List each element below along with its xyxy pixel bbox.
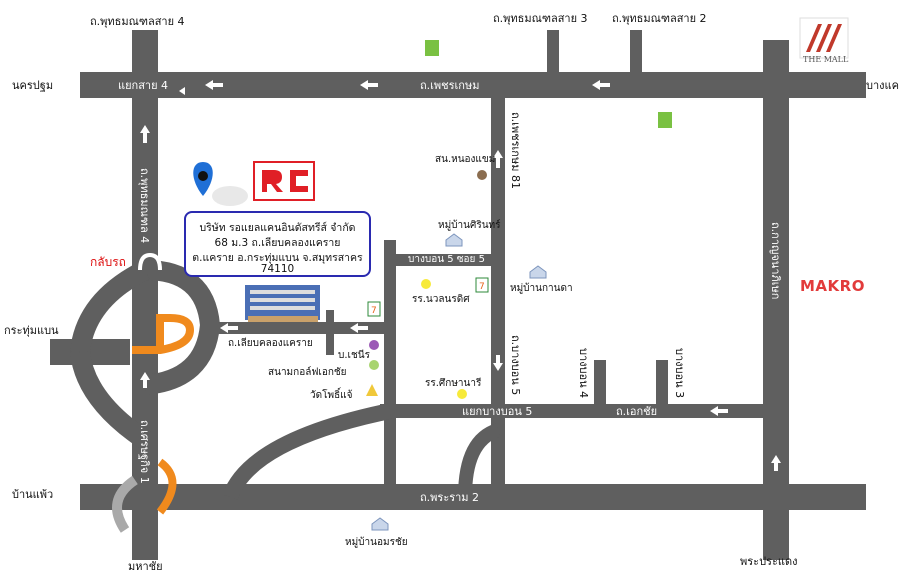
place-label: บ.เชนีร [338, 349, 371, 361]
arrow-icon [179, 87, 185, 95]
arrow-icon [220, 323, 238, 333]
company-name: บริษัท รอแยลแคนอินดัสทรีส์ จำกัด [199, 222, 356, 234]
school-dot [421, 279, 431, 289]
makro-label: MAKRO [800, 277, 865, 295]
place-label: นครปฐม [12, 79, 53, 92]
place-label: รร.ศึกษานารี [425, 377, 482, 389]
place-label: แยกสาย 4 [118, 79, 168, 92]
factory-building [245, 285, 320, 322]
place-label: สน.หนองแขม [435, 154, 495, 165]
road-label: ถ.กาญจนาภิเษก [769, 222, 782, 299]
arrow-icon [493, 355, 503, 371]
arrow-icon [140, 125, 150, 143]
village-icon [371, 233, 547, 531]
company-address-box: บริษัท รอแยลแคนอินดัสทรีส์ จำกัด 68 ม.3 … [184, 211, 371, 277]
arrow-icon [360, 80, 378, 90]
road-label: บางบอน 3 [673, 348, 686, 398]
place-label: สนามกอล์ฟเอกชัย [268, 366, 347, 378]
place-label: พระประแดง [740, 555, 797, 568]
place-label: รร.นวลนรดิศ [412, 294, 470, 305]
arrow-icon [140, 372, 150, 388]
uturn-label: กลับรถ [90, 255, 126, 269]
place-label: มหาชัย [128, 560, 163, 573]
svg-text:7: 7 [479, 282, 485, 292]
location-pin-icon [193, 162, 248, 206]
uturn-orange-top [132, 314, 195, 354]
interchange-ring [143, 260, 221, 395]
uturn-orange-bottom [156, 458, 177, 515]
store-icon: 7 [367, 301, 381, 317]
road-label: ถ.พระราม 2 [420, 491, 479, 504]
company-postcode: 74110 [260, 263, 295, 275]
arrow-icon [350, 323, 368, 333]
place-label: หมู่บ้านอมรชัย [345, 536, 408, 548]
arrow-icon [205, 80, 223, 90]
shop-icon [658, 112, 672, 128]
the-mall-logo: THE MALL [799, 17, 849, 64]
road-label: ถ.พุทธมณฑลสาย 3 [493, 12, 588, 25]
svg-text:7: 7 [371, 306, 377, 316]
road-label: ถ.เพชรเกษม 81 [509, 112, 522, 189]
road-label: ถ.พุทธมณฑลสาย 4 [90, 15, 185, 28]
school-dot [457, 389, 467, 399]
road-label: ถ.เศรษฐกิจ 1 [138, 420, 151, 484]
arrow-icon [592, 80, 610, 90]
company-dot [369, 340, 379, 350]
place-label: หมู่บ้านศิรินทร์ [438, 219, 501, 231]
shop-icon [425, 40, 439, 56]
place-label: วัดโพธิ์แจ้ [310, 387, 353, 401]
company-address-line2: ต.แคราย อ.กระทุ่มแบน จ.สมุทรสาคร [192, 252, 363, 264]
road-label: บางบอน 4 [577, 348, 590, 398]
road-label: ถ.เอกชัย [616, 405, 657, 418]
place-label: แยกบางบอน 5 [462, 405, 532, 418]
connector-road [458, 423, 501, 498]
uturn-gray [112, 475, 138, 533]
road-label: ถ.เลียบคลองแคราย [228, 337, 313, 349]
temple-icon [366, 384, 378, 396]
road-label: ถ.บางบอน 5 [509, 335, 522, 395]
place-label: หมู่บ้านกานดา [510, 282, 573, 294]
company-address-line1: 68 ม.3 ถ.เลียบคลองแคราย [214, 237, 341, 249]
interchange-left-low [70, 350, 151, 449]
uturn-marker [138, 252, 162, 271]
road-label: ถ.พุทธมณฑลสาย 2 [612, 12, 707, 25]
road-label: บางบอน 5 ซอย 5 [408, 254, 485, 265]
place-label: บางแค [866, 79, 899, 92]
interchange-left [70, 261, 150, 354]
arrow-icon [710, 406, 728, 416]
arrow-icon [493, 150, 503, 168]
the-mall-text: THE MALL [803, 55, 849, 64]
place-label: บ้านแพ้ว [12, 488, 53, 501]
road-outlines [50, 70, 866, 512]
store-icon: 7 [475, 277, 489, 293]
direction-arrows [140, 80, 781, 471]
police-station-dot [477, 170, 487, 180]
company-logo [253, 161, 315, 201]
road-label: ถ.พุทธมณฑล 4 [138, 168, 151, 243]
road-label: ถ.เพชรเกษม [420, 79, 479, 92]
diagonal-road [222, 403, 392, 501]
golf-dot [369, 360, 379, 370]
place-label: กระทุ่มแบน [4, 324, 59, 337]
arrow-icon [771, 455, 781, 471]
